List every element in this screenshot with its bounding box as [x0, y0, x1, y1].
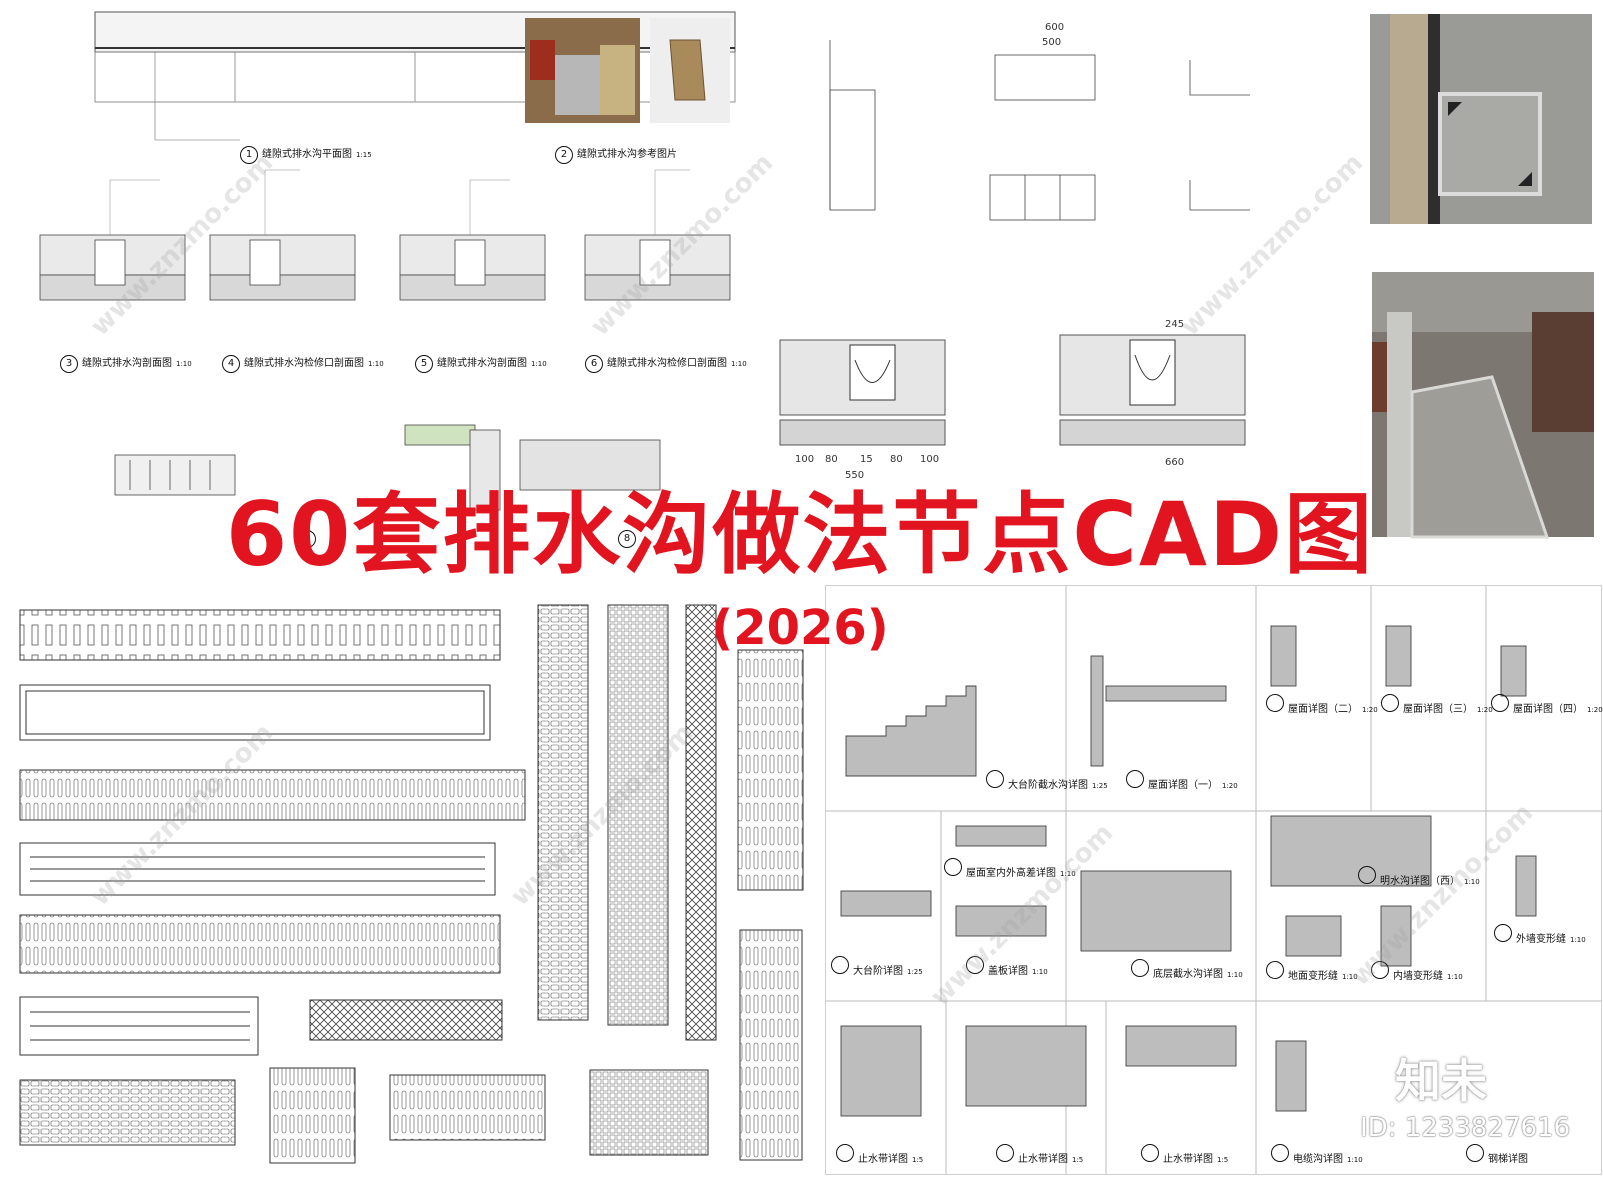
detail-caption-4: 屋面详图（四）1:20 [1491, 694, 1603, 715]
photo-drain-cover-pavement [1370, 14, 1592, 224]
dim-c-mid: 500 [1042, 37, 1061, 48]
grate-patterns [0, 560, 820, 1173]
detail-caption-3: 屋面详图（三）1:20 [1381, 694, 1493, 715]
detail-caption-17: 钢梯详图 [1466, 1144, 1528, 1165]
caption-8: 8 [618, 530, 640, 548]
dim-a-3: 80 [890, 454, 903, 465]
drain-cover-photo-art [1370, 14, 1592, 224]
detail-caption-1: 屋面详图（一）1:20 [1126, 770, 1238, 791]
detail-grid-drawings [826, 586, 1601, 1174]
photo-drain-channel-installation [1372, 272, 1594, 539]
page-title: 60套排水沟做法节点CAD图 [225, 483, 1375, 586]
detail-caption-2: 屋面详图（二）1:20 [1266, 694, 1378, 715]
grate-drawings [19, 604, 804, 1164]
channel-installation-photo-art [1372, 272, 1594, 539]
brand-logo: 知未 [1395, 1054, 1487, 1108]
dim-b-total: 660 [1165, 457, 1184, 468]
dim-a-4: 100 [920, 454, 939, 465]
dim-a-0: 100 [795, 454, 814, 465]
detail-caption-9: 明水沟详图（西）1:10 [1358, 866, 1480, 887]
cad-sheet-channel-details: 600 500 550 660 245 100 80 15 80 100 [779, 0, 1340, 560]
brand-id: ID: 1233827616 [1360, 1113, 1571, 1143]
caption-7: 7 [298, 530, 320, 548]
slot-drain-drawings [39, 11, 736, 511]
dim-a-2: 15 [860, 454, 873, 465]
dim-b-top: 245 [1165, 319, 1184, 330]
dim-a-1: 80 [825, 454, 838, 465]
dim-c-top: 600 [1045, 22, 1064, 33]
dim-a-total: 550 [845, 470, 864, 481]
channel-detail-drawings: 600 500 550 660 245 100 80 15 80 100 [779, 22, 1250, 481]
page-subtitle: (2026) [711, 600, 889, 656]
